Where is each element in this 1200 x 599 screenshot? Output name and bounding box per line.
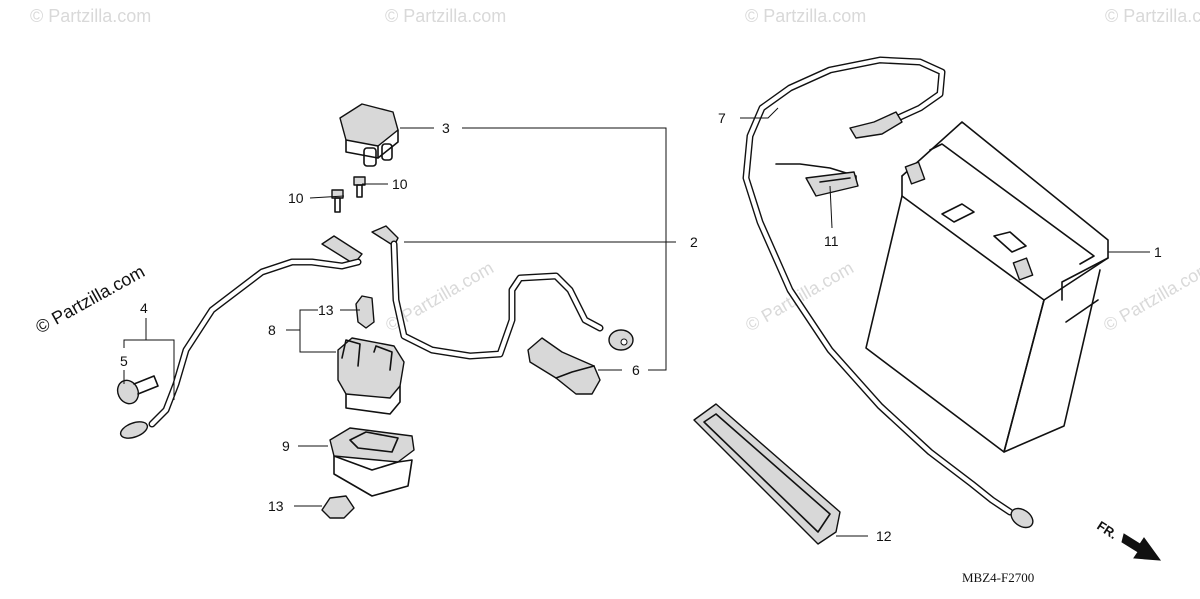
callout-13: 13	[268, 498, 284, 514]
callout-11: 11	[824, 233, 839, 249]
callout-1: 1	[1154, 244, 1162, 260]
callout-10: 10	[392, 176, 408, 192]
battery-mat-part	[693, 403, 841, 545]
front-direction-indicator: FR.	[1094, 518, 1162, 561]
negative-cable-part	[742, 56, 1034, 529]
watermark-main: © Partzilla.com	[32, 261, 148, 337]
terminal-cover-part	[339, 103, 399, 167]
watermark: © Partzilla.com	[1100, 257, 1200, 335]
fuse-part	[321, 495, 355, 519]
leader-lines	[123, 107, 1150, 537]
negative-cable-left-part	[119, 235, 363, 439]
callout-9: 9	[282, 438, 290, 454]
watermark: © Partzilla.com	[30, 6, 151, 26]
starter-relay-part	[337, 337, 405, 415]
watermark: © Partzilla.com	[1105, 6, 1200, 26]
watermark: © Partzilla.com	[745, 6, 866, 26]
bolt-part	[331, 176, 366, 213]
battery-part	[865, 121, 1109, 453]
direction-label: FR.	[1094, 518, 1120, 542]
watermark: © Partzilla.com	[742, 257, 857, 335]
callout-7: 7	[718, 110, 726, 126]
callout-3: 3	[442, 120, 450, 136]
bolt-part	[116, 375, 159, 405]
callout-8: 8	[268, 322, 276, 338]
watermark: © Partzilla.com	[385, 6, 506, 26]
callout-12: 12	[876, 528, 892, 544]
positive-cable-part	[371, 225, 634, 360]
diagram-code: MBZ4-F2700	[962, 570, 1034, 585]
fuse-part	[355, 295, 375, 329]
callout-5: 5	[120, 353, 128, 369]
arrow-icon	[1121, 533, 1162, 561]
callout-13: 13	[318, 302, 334, 318]
callout-4: 4	[140, 300, 148, 316]
terminal-boot-part	[527, 337, 601, 395]
callouts: 3 2 6 10 10 1 7 11 12 4 5 8 13 9 13	[120, 110, 1162, 544]
battery-band-part	[775, 163, 859, 197]
callout-10: 10	[288, 190, 304, 206]
callout-6: 6	[632, 362, 640, 378]
relay-cover-part	[329, 427, 415, 497]
callout-2: 2	[690, 234, 698, 250]
